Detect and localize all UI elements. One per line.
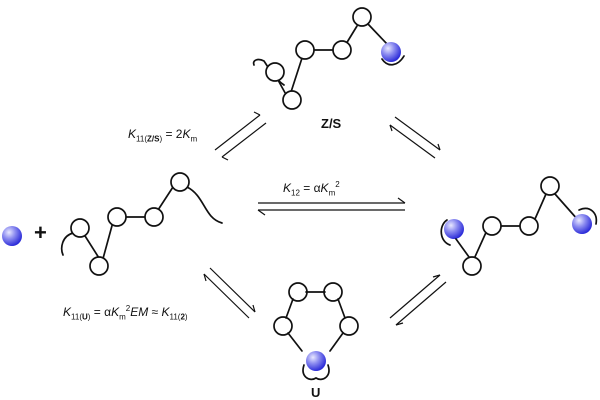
eq-u-sub3-end: ) bbox=[184, 312, 188, 322]
eq-u-em: EM bbox=[130, 305, 149, 319]
guest-ball-free bbox=[2, 226, 22, 246]
eq-zs-sub2: m bbox=[190, 134, 198, 144]
equilibrium-arrow-u-right bbox=[389, 274, 447, 326]
equation-k12: K12 = αKm2 bbox=[283, 180, 340, 198]
complex-u bbox=[273, 282, 359, 381]
eq-u-rhs: = α bbox=[90, 305, 112, 319]
complex-2to1 bbox=[440, 176, 598, 276]
eq-u-sub2: m bbox=[119, 312, 126, 322]
equation-k11-zs: K11(Z/S) = 2Km bbox=[128, 127, 198, 144]
eq-u-sub: 11( bbox=[71, 312, 82, 322]
guest-ball-zs bbox=[381, 42, 401, 62]
eq-zs-sub-bold: Z/S bbox=[146, 134, 160, 144]
guest-ball-u bbox=[306, 351, 326, 371]
eq-k12-k: K bbox=[283, 181, 292, 195]
eq-zs-k2: K bbox=[182, 127, 191, 141]
eq-zs-sub: 11( bbox=[136, 134, 147, 144]
equilibrium-arrow-zs-right bbox=[389, 116, 441, 159]
guest-ball-right-right bbox=[572, 214, 592, 234]
equilibrium-arrow-zs-left bbox=[214, 111, 267, 161]
eq-zs-k: K bbox=[128, 127, 137, 141]
eq-k12-sub2: m bbox=[328, 188, 336, 198]
label-zs: Z/S bbox=[321, 116, 342, 131]
eq-k12-sub: 12 bbox=[291, 188, 300, 198]
eq-u-sub-bold: U bbox=[81, 312, 88, 322]
equilibrium-arrow-k12 bbox=[257, 197, 406, 216]
eq-zs-rhs: = 2 bbox=[162, 127, 183, 141]
eq-zs-sub-end: ) bbox=[159, 134, 163, 144]
guest-ball-right-left bbox=[444, 219, 464, 239]
eq-k12-k2: K bbox=[320, 181, 329, 195]
eq-u-k: K bbox=[63, 305, 72, 319]
equation-k11-u: K11(U) = αKm2EM ≈ K11(2) bbox=[63, 304, 188, 322]
eq-k12-sup2: 2 bbox=[335, 180, 340, 189]
host-free bbox=[60, 172, 223, 276]
equilibrium-arrow-u-left bbox=[203, 267, 256, 319]
eq-u-sub3: 11( bbox=[169, 312, 181, 322]
complex-zs bbox=[252, 7, 405, 110]
eq-u-sub-end: ) bbox=[87, 312, 91, 322]
plus-sign: + bbox=[34, 220, 47, 245]
label-u: U bbox=[311, 385, 320, 400]
eq-u-k2: K bbox=[111, 305, 120, 319]
eq-u-sub3-bold: 2 bbox=[180, 312, 185, 322]
eq-k12-rhs: = α bbox=[299, 181, 321, 195]
eq-u-sup2: 2 bbox=[125, 304, 131, 313]
eq-u-approx: ≈ bbox=[148, 305, 162, 319]
eq-u-k3: K bbox=[161, 305, 170, 319]
